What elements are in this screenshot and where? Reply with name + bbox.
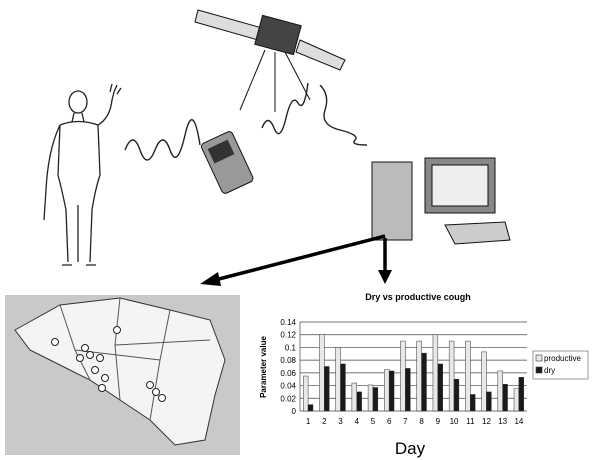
bar-productive-day-10	[448, 340, 455, 412]
bar-dry-day-10	[453, 378, 460, 412]
bar-dry-day-11	[470, 394, 476, 412]
x-tick-label: 13	[498, 417, 507, 426]
bar-dry-day-12	[486, 391, 492, 412]
bar-productive-day-11	[465, 340, 471, 412]
map-of-belgium-icon	[5, 295, 240, 455]
human-figure-icon	[43, 83, 122, 266]
y-tick-label: 0.02	[280, 394, 296, 403]
bar-dry-day-14	[518, 377, 525, 412]
y-tick-label: 0.08	[280, 356, 296, 365]
y-tick-label: 0.14	[280, 318, 296, 327]
y-tick-label: 0.06	[280, 369, 296, 378]
signal-wave-icon	[124, 119, 201, 161]
bar-productive-day-5	[367, 384, 374, 412]
x-tick-label: 5	[371, 417, 376, 426]
x-tick-label: 8	[419, 417, 424, 426]
bar-dry-day-5	[372, 387, 379, 412]
bar-productive-day-8	[416, 340, 422, 412]
legend-swatch-productive	[535, 354, 543, 362]
bar-productive-day-9	[432, 334, 439, 412]
bar-dry-day-1	[307, 404, 314, 412]
bar-dry-day-2	[324, 366, 330, 412]
bar-dry-day-13	[502, 384, 508, 412]
bar-productive-day-6	[384, 369, 390, 412]
desktop-computer-icon	[371, 157, 511, 245]
bar-productive-day-3	[335, 347, 341, 412]
bar-dry-day-3	[340, 363, 346, 412]
x-tick-label: 6	[387, 417, 392, 426]
x-tick-label: 1	[306, 417, 311, 426]
legend-label-productive: productive	[544, 354, 581, 363]
y-tick-label: 0.04	[280, 382, 296, 391]
bar-dry-day-4	[356, 391, 362, 412]
bar-dry-day-6	[388, 370, 395, 412]
legend-label-dry: dry	[544, 366, 555, 375]
signal-wave-icon	[319, 84, 368, 146]
x-tick-label: 10	[450, 417, 459, 426]
legend-swatch-dry	[535, 366, 543, 374]
bar-productive-day-13	[497, 370, 503, 412]
bar-dry-day-8	[421, 352, 427, 412]
bar-productive-day-4	[351, 382, 357, 412]
y-tick-label: 0.1	[285, 343, 297, 352]
chart-title: Dry vs productive cough	[365, 292, 471, 302]
bar-productive-day-12	[481, 351, 487, 412]
x-tick-label: 14	[514, 417, 523, 426]
x-tick-label: 2	[322, 417, 327, 426]
y-tick-label: 0.12	[280, 331, 296, 340]
bar-dry-day-9	[437, 363, 443, 412]
bar-productive-day-14	[513, 388, 520, 412]
bar-productive-day-1	[302, 375, 309, 412]
legend: productive dry	[532, 350, 589, 380]
x-axis-label: Day	[395, 439, 426, 458]
bar-productive-day-2	[319, 334, 325, 412]
mobile-phone-icon	[200, 131, 254, 194]
x-tick-label: 4	[355, 417, 360, 426]
x-tick-label: 9	[436, 417, 441, 426]
y-axis-label: Parameter value	[259, 336, 268, 398]
bar-chart: Dry vs productive cough Parameter value …	[259, 292, 589, 458]
arrow-icon	[200, 234, 392, 286]
x-tick-label: 11	[466, 417, 475, 426]
bar-productive-day-7	[400, 340, 406, 412]
x-tick-label: 7	[403, 417, 408, 426]
y-tick-label: 0	[292, 407, 297, 416]
x-tick-label: 12	[482, 417, 491, 426]
satellite-icon	[194, 9, 346, 112]
signal-wave-icon	[261, 82, 309, 135]
bar-dry-day-7	[405, 368, 411, 412]
x-tick-label: 3	[338, 417, 343, 426]
